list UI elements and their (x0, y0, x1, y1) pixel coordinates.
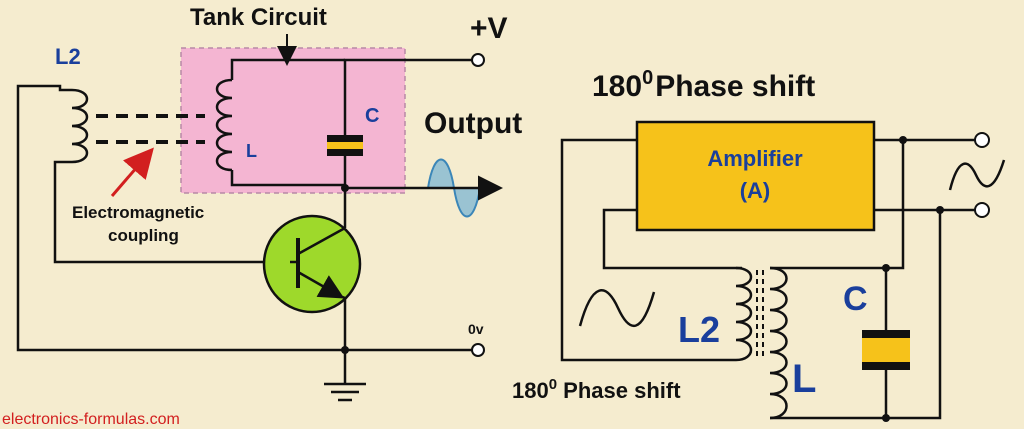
amplifier-block (635, 120, 876, 232)
transistor (262, 214, 362, 314)
tank-inductor-l (769, 266, 788, 420)
output-label: Output (424, 107, 522, 140)
right-tank-inductor-label: L (792, 357, 816, 401)
amp-output-junction-lower (936, 206, 944, 214)
amp-output-junction-upper (899, 136, 907, 144)
coupling-label-line2: coupling (108, 226, 179, 245)
right-tank-capacitor-label: C (843, 280, 868, 318)
coupling-red-arrow (110, 147, 154, 197)
secondary-coil (16, 84, 478, 352)
phase-shift-title: 1800Phase shift (592, 67, 815, 103)
tank-inductor-coil (215, 58, 345, 187)
ground-voltage-label: 0v (468, 321, 484, 337)
input-sine-wave (578, 289, 656, 327)
output-junction (341, 184, 349, 192)
output-terminal-upper (974, 132, 990, 148)
feedback-coil-label: L2 (678, 309, 720, 350)
coupling-label-line1: Electromagnetic (72, 203, 204, 222)
output-ac-symbol (948, 159, 1006, 191)
supply-terminal (471, 53, 485, 67)
feedback-coil-l2 (735, 266, 753, 362)
tank-circuit-label: Tank Circuit (190, 4, 327, 31)
ground-terminal (471, 343, 485, 357)
output-terminal-lower (974, 202, 990, 218)
amplifier-label: Amplifier (707, 146, 803, 171)
tank-bottom-junction (882, 414, 890, 422)
tank-capacitor-label: C (365, 105, 379, 127)
watermark-text: electronics-formulas.com (2, 411, 180, 428)
ground-symbol (324, 382, 366, 402)
amplifier-gain-label: (A) (740, 178, 771, 203)
right-circuit-wiring (560, 138, 975, 420)
bottom-phase-shift-label: 1800 Phase shift (512, 376, 681, 403)
secondary-coil-label: L2 (55, 44, 81, 69)
supply-voltage-label: +V (470, 12, 508, 45)
right-tank-capacitor (862, 330, 910, 370)
tank-inductor-label: L (246, 141, 257, 161)
emitter-junction (341, 346, 349, 354)
tank-top-junction (882, 264, 890, 272)
